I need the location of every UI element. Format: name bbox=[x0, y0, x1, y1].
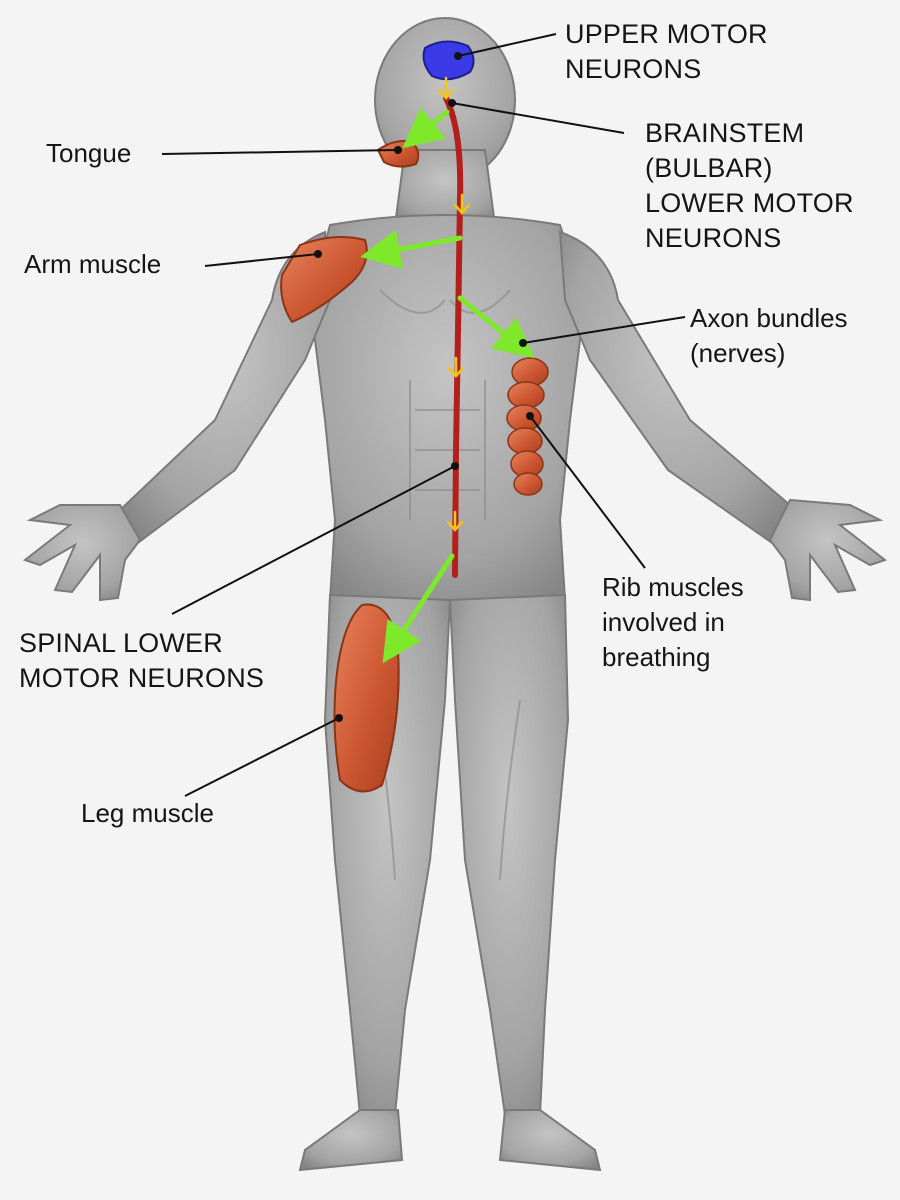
leader-tongue bbox=[161, 149, 399, 155]
leader-axon-bundles bbox=[522, 316, 686, 344]
leader-arm-muscle bbox=[204, 253, 319, 267]
signal-arrows bbox=[437, 76, 471, 532]
leader-upper-motor-neurons bbox=[457, 33, 557, 57]
label-tongue: Tongue bbox=[46, 138, 132, 168]
nerve-arrow-leg bbox=[382, 553, 455, 664]
signal-arrow-1 bbox=[437, 76, 455, 100]
nerve-arrow-ribs bbox=[457, 295, 535, 359]
leader-spinal bbox=[171, 465, 456, 615]
signal-arrow-3 bbox=[447, 356, 465, 378]
signal-arrow-2 bbox=[453, 193, 471, 215]
left-foot bbox=[298, 1109, 404, 1172]
upper-motor-neurons-region bbox=[422, 40, 475, 81]
leader-leg-muscle bbox=[184, 717, 340, 797]
leader-dots bbox=[314, 52, 534, 722]
leader-brainstem bbox=[451, 102, 625, 134]
label-brainstem: BRAINSTEM (BULBAR) LOWER MOTOR NEURONS bbox=[645, 118, 854, 253]
nerve-arrows bbox=[360, 107, 535, 664]
right-hand bbox=[768, 498, 888, 602]
spinal-cord bbox=[443, 95, 464, 578]
nerve-arrow-tongue bbox=[402, 107, 450, 149]
left-hand bbox=[22, 504, 142, 602]
label-rib-muscles: Rib muscles involved in breathing bbox=[602, 572, 744, 672]
label-axon-bundles: Axon bundles (nerves) bbox=[690, 303, 848, 368]
rib-muscles bbox=[506, 357, 549, 496]
label-upper-motor-neurons: UPPER MOTOR NEURONS bbox=[565, 19, 768, 84]
left-arm bbox=[118, 230, 332, 547]
right-leg bbox=[448, 593, 570, 1116]
right-arm bbox=[558, 230, 792, 547]
arm-muscle bbox=[280, 236, 368, 324]
nerve-arrow-arm bbox=[360, 229, 463, 270]
leader-lines bbox=[161, 33, 686, 797]
body-silhouette bbox=[22, 17, 888, 1172]
label-spinal-lower-motor-neurons: SPINAL LOWER MOTOR NEURONS bbox=[19, 628, 265, 693]
right-foot bbox=[498, 1109, 602, 1172]
signal-arrow-4 bbox=[446, 510, 464, 532]
label-leg-muscle: Leg muscle bbox=[81, 798, 214, 828]
label-arm-muscle: Arm muscle bbox=[24, 249, 162, 279]
leader-rib-muscles bbox=[529, 415, 646, 569]
